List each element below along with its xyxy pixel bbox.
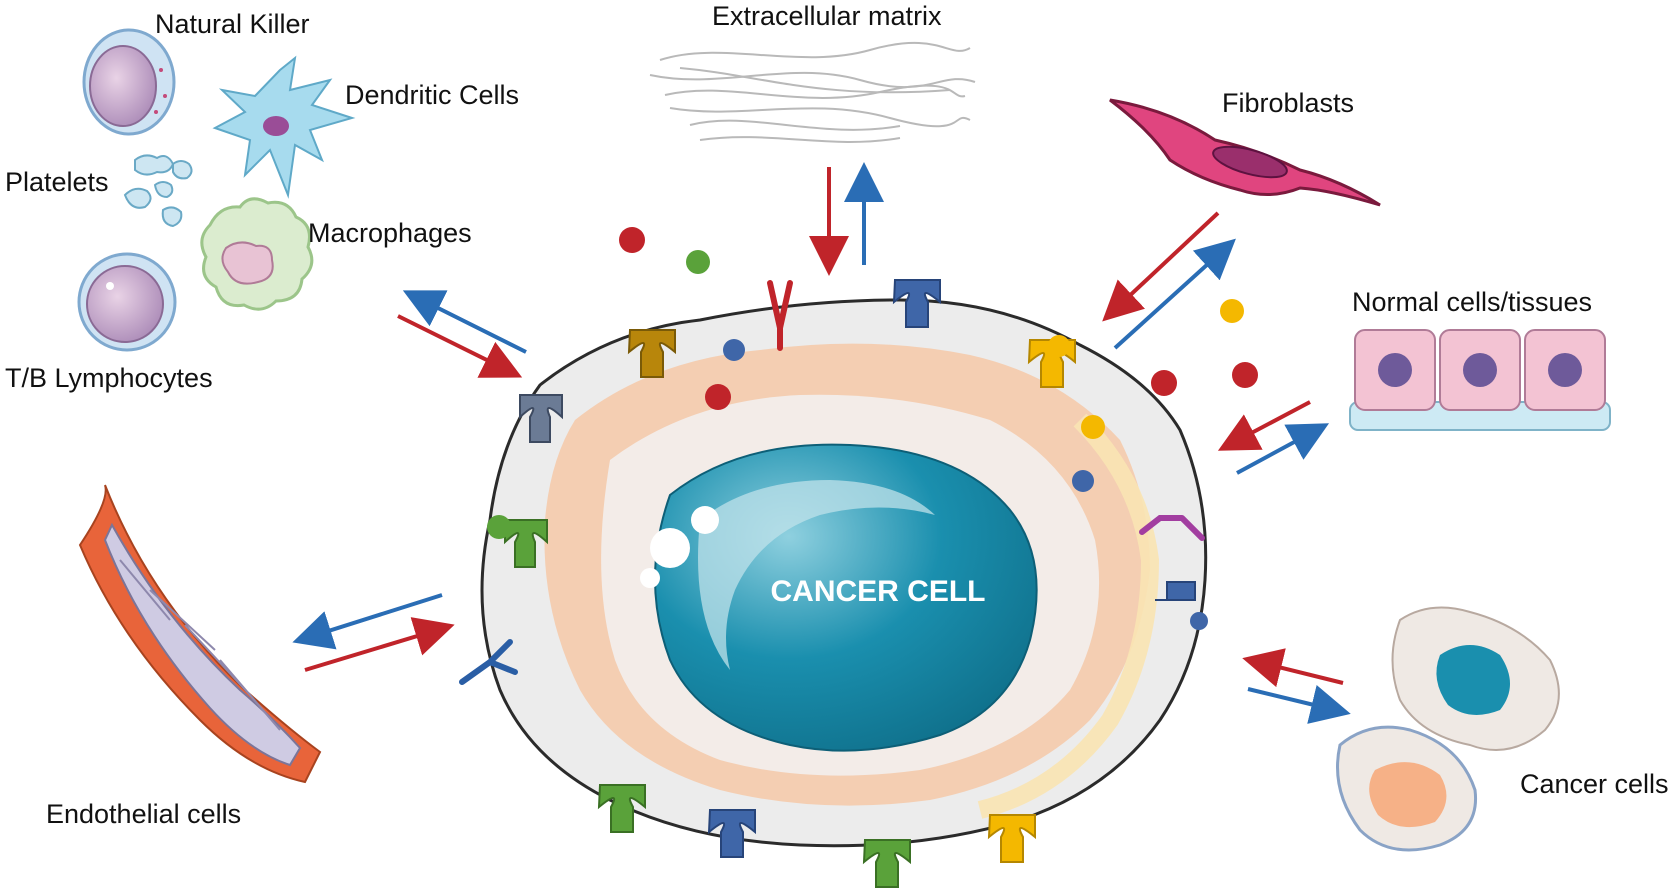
cancer-cells-label: Cancer cells [1520, 769, 1669, 799]
natural-killer-cell [82, 28, 176, 136]
platelets [123, 154, 193, 228]
endothelial-cells-label: Endothelial cells [46, 799, 241, 829]
dendritic-cell [212, 55, 356, 199]
membrane-receptors [459, 279, 1205, 888]
extracellular-matrix-fibers [649, 41, 976, 143]
natural-killer-label: Natural Killer [155, 9, 310, 39]
interaction-arrows [292, 162, 1351, 724]
fibroblasts-label: Fibroblasts [1222, 88, 1354, 118]
extracellular-matrix-label: Extracellular matrix [712, 1, 942, 31]
cancer-cell-nucleus: CANCER CELL [640, 443, 1038, 752]
dendritic-cells-label: Dendritic Cells [345, 80, 519, 110]
blood-vessel [78, 484, 322, 784]
fibroblast-cell [1109, 98, 1381, 207]
normal-cells-label: Normal cells/tissues [1352, 287, 1592, 317]
macrophage [200, 197, 314, 311]
normal-tissue [1349, 329, 1611, 431]
tb-lymphocytes-label: T/B Lymphocytes [5, 363, 213, 393]
neighbor-cancer-cells [1336, 606, 1560, 852]
lymphocyte-cell [77, 252, 177, 352]
cancer-cell-label: CANCER CELL [771, 575, 986, 608]
platelets-label: Platelets [5, 167, 109, 197]
macrophages-label: Macrophages [308, 218, 472, 248]
signaling-molecules [487, 227, 1258, 630]
